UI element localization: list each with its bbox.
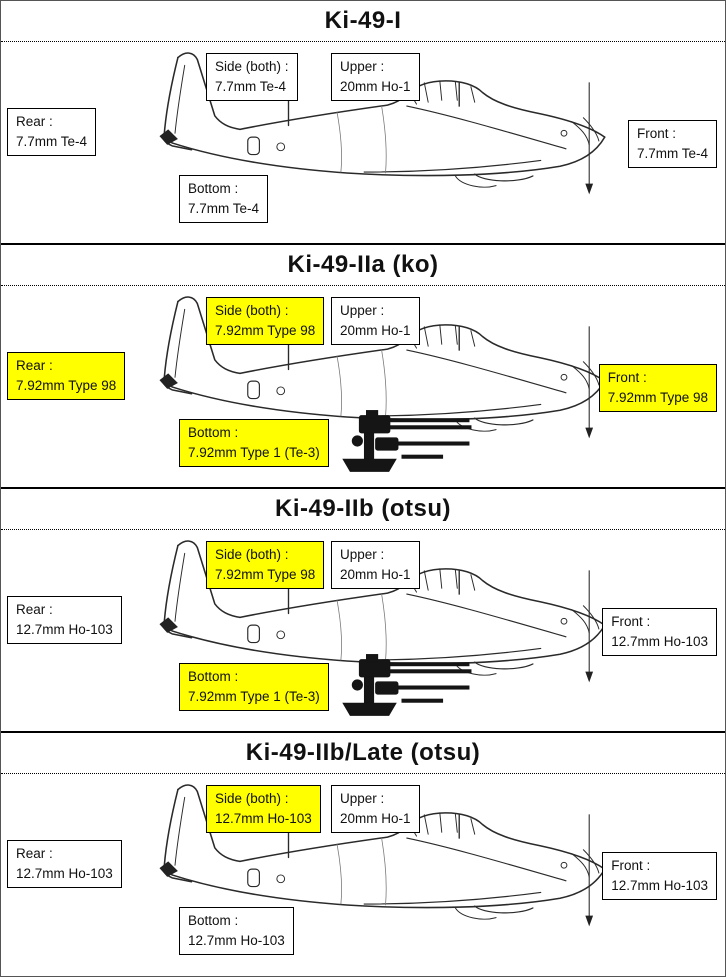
panel-ki-49-iia-ko: Ki-49-IIa (ko) Side (both) : 7.92mm Type… <box>1 243 725 487</box>
side-gun-callout: Side (both) : 7.7mm Te-4 <box>206 53 298 102</box>
panel-ki-49-i: Ki-49-I Side (both) : 7.7mm Te-4 Upper :… <box>1 1 725 243</box>
callout-value: 20mm Ho-1 <box>340 322 411 338</box>
callout-label: Upper : <box>340 59 385 74</box>
upper-gun-callout: Upper : 20mm Ho-1 <box>331 541 420 590</box>
rear-gun-callout: Rear : 12.7mm Ho-103 <box>7 840 122 889</box>
front-gun-callout: Front : 12.7mm Ho-103 <box>602 852 717 901</box>
callout-label: Upper : <box>340 303 385 318</box>
callout-value: 20mm Ho-1 <box>340 78 411 94</box>
callout-value: 20mm Ho-1 <box>340 810 411 826</box>
callout-label: Upper : <box>340 547 385 562</box>
callout-value: 7.92mm Type 1 (Te-3) <box>188 688 320 704</box>
front-gun-callout: Front : 12.7mm Ho-103 <box>602 608 717 657</box>
machine-gun-photo <box>342 654 472 716</box>
callout-value: 7.92mm Type 98 <box>215 322 316 338</box>
front-gun-callout: Front : 7.7mm Te-4 <box>627 120 717 169</box>
panel-title: Ki-49-IIb/Late (otsu) <box>1 733 725 774</box>
bottom-gun-callout: Bottom : 7.92mm Type 1 (Te-3) <box>179 663 329 712</box>
bottom-gun-callout: Bottom : 12.7mm Ho-103 <box>179 907 294 956</box>
panel-body: Side (both) : 7.92mm Type 98 Upper : 20m… <box>1 286 725 485</box>
upper-gun-callout: Upper : 20mm Ho-1 <box>331 297 420 346</box>
callout-value: 7.7mm Te-4 <box>636 145 708 161</box>
callout-label: Side (both) : <box>215 547 289 562</box>
callout-value: 7.7mm Te-4 <box>188 200 260 216</box>
callout-value: 12.7mm Ho-103 <box>188 932 285 948</box>
callout-label: Side (both) : <box>215 59 289 74</box>
callout-label: Rear : <box>16 846 53 861</box>
panel-body: Side (both) : 7.7mm Te-4 Upper : 20mm Ho… <box>1 42 725 241</box>
callout-value: 7.92mm Type 98 <box>16 377 117 393</box>
side-gun-callout: Side (both) : 12.7mm Ho-103 <box>206 785 321 834</box>
bottom-gun-callout: Bottom : 7.7mm Te-4 <box>179 175 269 224</box>
callout-label: Bottom : <box>188 425 239 440</box>
callout-value: 12.7mm Ho-103 <box>611 633 708 649</box>
rear-gun-callout: Rear : 7.7mm Te-4 <box>7 108 97 157</box>
panel-body: Side (both) : 7.92mm Type 98 Upper : 20m… <box>1 530 725 729</box>
rear-gun-callout: Rear : 12.7mm Ho-103 <box>7 596 122 645</box>
callout-value: 12.7mm Ho-103 <box>611 877 708 893</box>
callout-label: Rear : <box>16 602 53 617</box>
callout-label: Front : <box>611 614 651 629</box>
panel-ki-49-iib-otsu: Ki-49-IIb (otsu) Side (both) : 7.92mm Ty… <box>1 487 725 731</box>
rear-gun-callout: Rear : 7.92mm Type 98 <box>7 352 126 401</box>
callout-label: Upper : <box>340 791 385 806</box>
callout-value: 12.7mm Ho-103 <box>16 865 113 881</box>
side-gun-callout: Side (both) : 7.92mm Type 98 <box>206 541 325 590</box>
callout-label: Front : <box>607 370 647 385</box>
panel-title: Ki-49-I <box>1 1 725 42</box>
callout-label: Side (both) : <box>215 791 289 806</box>
callout-label: Front : <box>636 126 676 141</box>
callout-label: Bottom : <box>188 913 239 928</box>
callout-value: 7.7mm Te-4 <box>16 133 88 149</box>
callout-value: 7.92mm Type 1 (Te-3) <box>188 444 320 460</box>
upper-gun-callout: Upper : 20mm Ho-1 <box>331 53 420 102</box>
panel-title: Ki-49-IIa (ko) <box>1 245 725 286</box>
callout-label: Rear : <box>16 358 53 373</box>
callout-label: Bottom : <box>188 181 239 196</box>
upper-gun-callout: Upper : 20mm Ho-1 <box>331 785 420 834</box>
callout-value: 7.92mm Type 98 <box>607 389 708 405</box>
callout-label: Side (both) : <box>215 303 289 318</box>
callout-label: Rear : <box>16 114 53 129</box>
callout-value: 12.7mm Ho-103 <box>16 621 113 637</box>
bottom-gun-callout: Bottom : 7.92mm Type 1 (Te-3) <box>179 419 329 468</box>
front-gun-callout: Front : 7.92mm Type 98 <box>598 364 717 413</box>
callout-label: Bottom : <box>188 669 239 684</box>
callout-value: 7.92mm Type 98 <box>215 566 316 582</box>
side-gun-callout: Side (both) : 7.92mm Type 98 <box>206 297 325 346</box>
callout-value: 20mm Ho-1 <box>340 566 411 582</box>
panel-title: Ki-49-IIb (otsu) <box>1 489 725 530</box>
machine-gun-photo <box>342 410 472 472</box>
callout-value: 12.7mm Ho-103 <box>215 810 312 826</box>
panel-ki-49-iib-late-otsu: Ki-49-IIb/Late (otsu) Side (both) : 12.7… <box>1 731 725 975</box>
callout-label: Front : <box>611 858 651 873</box>
callout-value: 7.7mm Te-4 <box>215 78 287 94</box>
panel-body: Side (both) : 12.7mm Ho-103 Upper : 20mm… <box>1 774 725 973</box>
